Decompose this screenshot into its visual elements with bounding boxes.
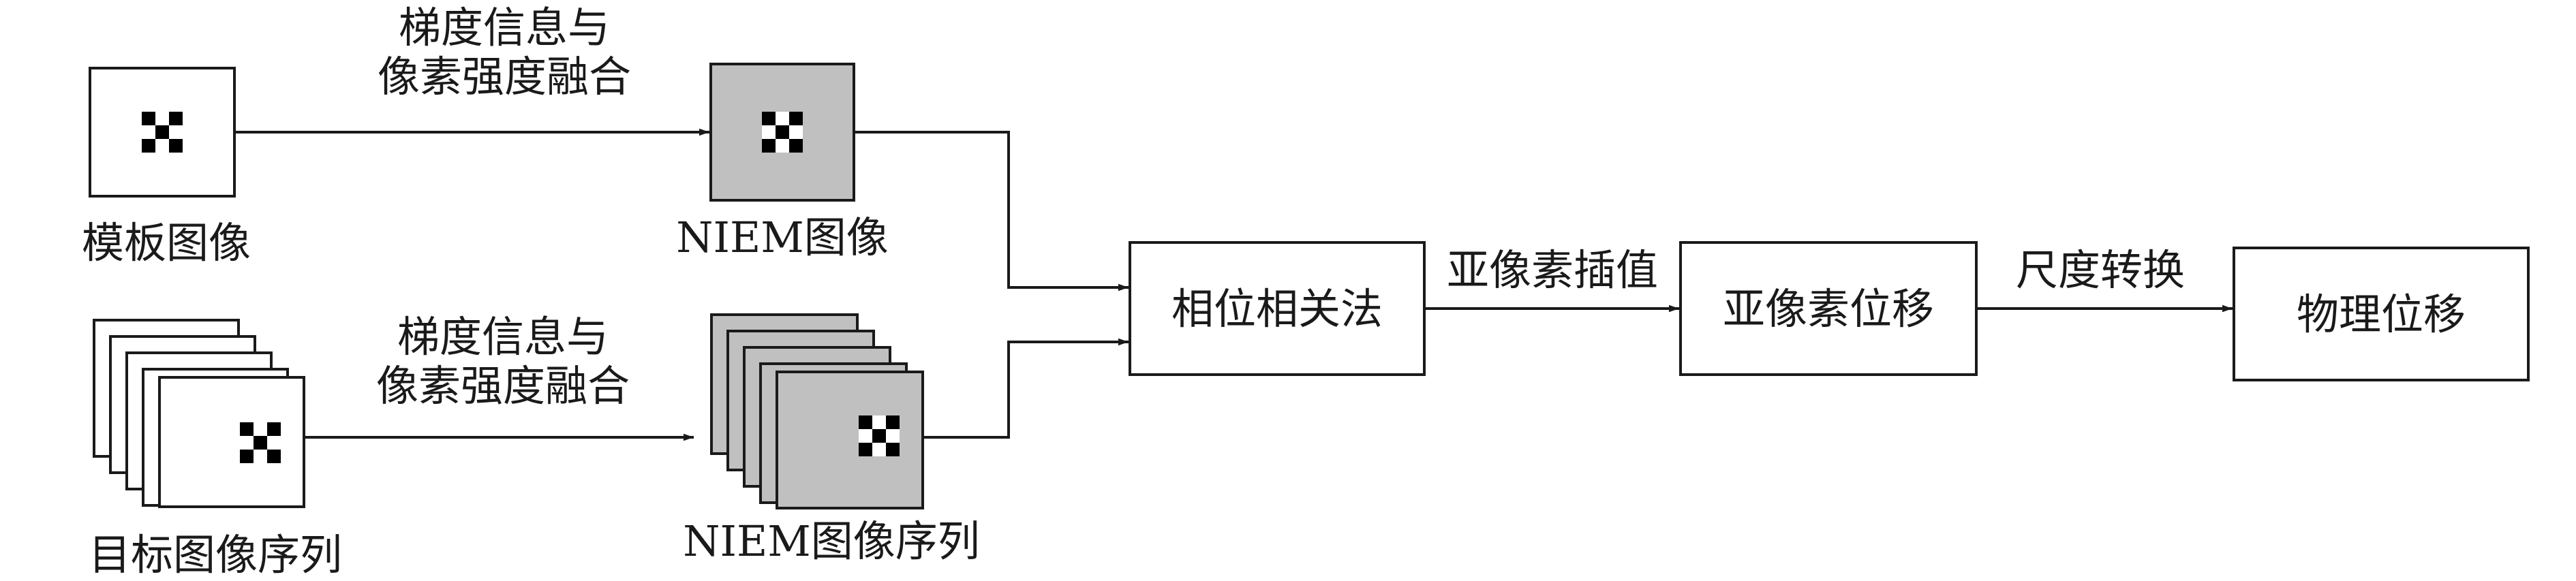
- checker-pattern-icon: [240, 422, 281, 463]
- niem-sequence-label: NIEM图像序列: [683, 516, 979, 566]
- target-sequence-label: 目标图像序列: [89, 530, 342, 580]
- connector-niem-to-phase: [854, 131, 1129, 292]
- connector-sequence-to-phase: [923, 338, 1129, 439]
- template-image: [89, 67, 236, 198]
- fusion-label-bottom-line2: 像素强度融合: [376, 361, 630, 411]
- checker-pattern-icon: [859, 415, 900, 456]
- fusion-label-top-line2: 像素强度融合: [378, 52, 631, 101]
- fusion-label-bottom-line1: 梯度信息与: [397, 312, 609, 362]
- template-image-label: 模板图像: [82, 218, 251, 268]
- subpixel-displacement-label: 亚像素位移: [1723, 284, 1934, 334]
- niem-image-label: NIEM图像: [676, 213, 888, 262]
- fusion-label-top-line1: 梯度信息与: [399, 3, 610, 52]
- checker-pattern-icon: [142, 112, 183, 153]
- physical-displacement-box: [2233, 247, 2530, 381]
- subpixel-displacement-box: [1679, 241, 1978, 376]
- phase-correlation-box: [1129, 241, 1426, 376]
- niem-image: [709, 63, 855, 202]
- phase-correlation-label: 相位相关法: [1171, 284, 1383, 334]
- checker-pattern-icon: [762, 112, 803, 153]
- niem-image-sequence: [710, 313, 924, 509]
- physical-displacement-label: 物理位移: [2297, 289, 2466, 339]
- subpixel-interp-label: 亚像素插值: [1447, 245, 1658, 295]
- target-image-sequence: [93, 319, 305, 508]
- scale-conversion-label: 尺度转换: [2016, 245, 2185, 295]
